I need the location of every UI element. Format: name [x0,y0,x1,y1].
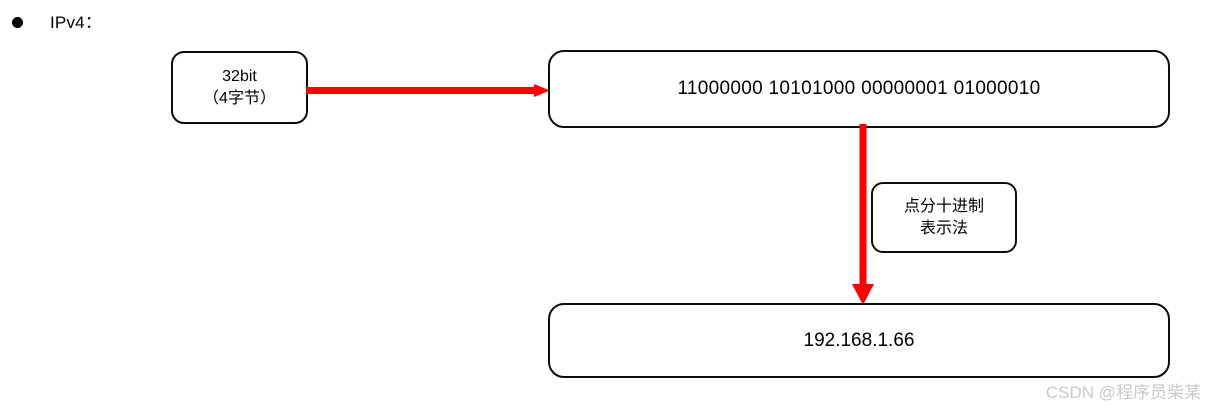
node-notation-label-line2: 表示法 [919,219,968,237]
arrow-binary-to-decimal-icon [852,124,874,305]
bullet-dot-icon [12,17,23,28]
node-binary-address-text: 11000000 10101000 00000001 01000010 [677,78,1041,100]
node-bit-length-line2: （4字节） [203,89,276,107]
node-notation-label-text: 点分十进制 表示法 [904,196,984,238]
arrow-bits-to-binary-icon [306,84,550,97]
page-title: IPv4： [50,13,103,32]
node-bit-length: 32bit （4字节） [171,51,308,124]
watermark: CSDN @程序员柴某 [1045,383,1201,402]
node-notation-label: 点分十进制 表示法 [871,182,1017,253]
node-notation-label-line1: 点分十进制 [903,198,984,216]
node-decimal-address-text: 192.168.1.66 [803,329,915,351]
bullet-heading: IPv4： [12,14,102,31]
node-binary-address: 11000000 10101000 00000001 01000010 [548,50,1170,128]
node-bit-length-text: 32bit （4字节） [203,66,276,108]
node-bit-length-line1: 32bit [222,68,257,86]
node-decimal-address: 192.168.1.66 [548,303,1170,378]
